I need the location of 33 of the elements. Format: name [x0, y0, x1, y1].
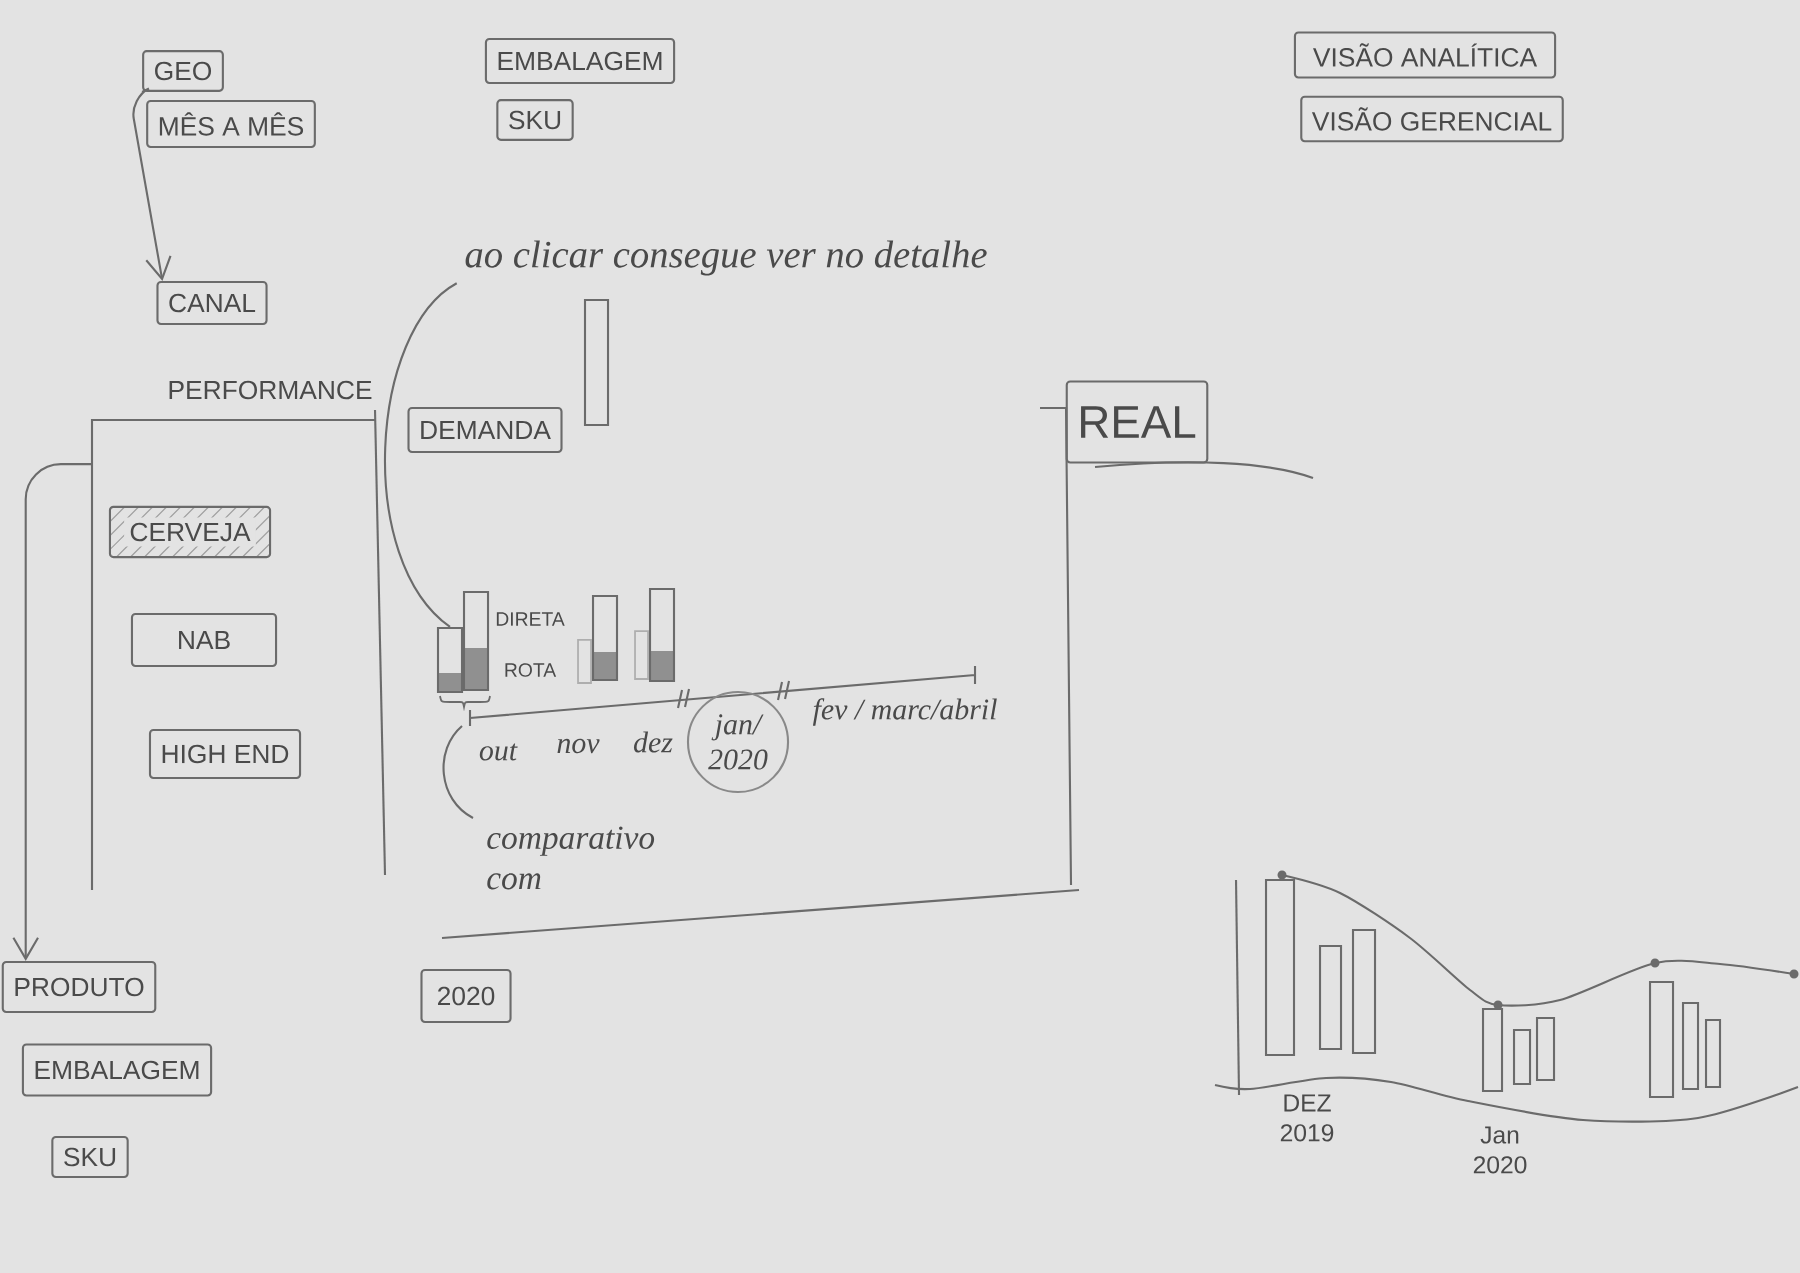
month-label: out: [479, 743, 518, 761]
label-box: 2020: [420, 968, 512, 1024]
label-box: HIGH END: [148, 728, 302, 780]
leader-line: [384, 282, 458, 628]
bar: [583, 298, 610, 427]
series-label: DIRETA: [496, 612, 565, 626]
arrow: [12, 463, 92, 961]
label-box: EMBALAGEM: [484, 37, 676, 85]
label-box: SKU: [496, 99, 574, 141]
label-box: EMBALAGEM: [21, 1043, 213, 1097]
label-box: SKU: [51, 1135, 129, 1179]
month-label: jan/ 2020: [708, 714, 768, 770]
hatched-box: CERVEJA: [108, 505, 272, 559]
label-box: VISÃO GERENCIAL: [1300, 95, 1564, 143]
label-box: CANAL: [156, 280, 268, 326]
bar: [436, 626, 464, 694]
panel-heading: PERFORMANCE: [169, 380, 372, 400]
axis-label: Jan 2020: [1473, 1126, 1527, 1174]
label-box: MÊS A MÊS: [146, 99, 316, 149]
month-label: fev / marc/abril: [812, 698, 997, 726]
month-label: nov: [557, 738, 600, 754]
label-box: GEO: [142, 50, 224, 92]
arrow: [132, 87, 172, 281]
note-text: ao clicar consegue ver no detalhe: [465, 240, 987, 276]
label-box: REAL: [1065, 380, 1209, 464]
series-label: ROTA: [505, 663, 557, 677]
label-box: NAB: [130, 612, 278, 668]
label-box: PRODUTO: [1, 960, 157, 1014]
label-box: VISÃO ANALÍTICA: [1293, 31, 1557, 79]
month-label: dez: [633, 731, 673, 753]
label-box: DEMANDA: [407, 406, 563, 454]
note-text: comparativo com: [487, 826, 655, 890]
panel-frame: [373, 406, 1080, 940]
